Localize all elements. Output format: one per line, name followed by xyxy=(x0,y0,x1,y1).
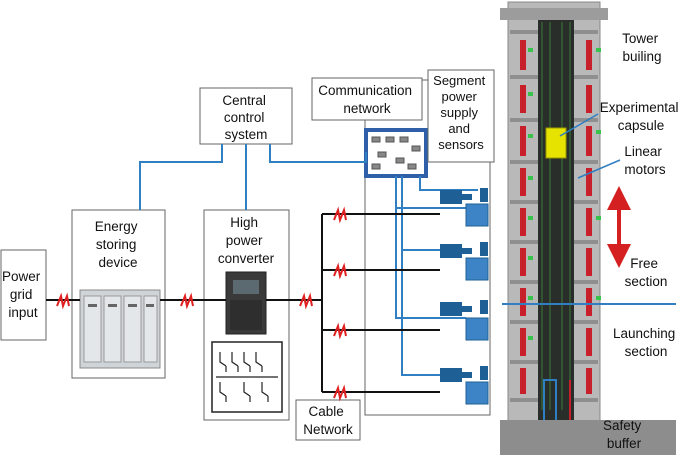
network-switch-image xyxy=(364,128,428,178)
tower-base xyxy=(500,420,676,455)
power-grid-input-node: Power grid input xyxy=(0,249,47,341)
segment-module-row-3 xyxy=(440,300,489,341)
launching-section-label: Launching section xyxy=(613,326,679,359)
cable-network-node: Cable Network xyxy=(295,399,361,441)
power-grid-input-label: Power grid input xyxy=(2,269,44,320)
communication-network-label: Communication network xyxy=(318,83,416,116)
converter-device-image xyxy=(225,271,267,335)
linear-motors-label: Linear motors xyxy=(624,144,666,177)
free-section-label: Free section xyxy=(625,256,668,289)
high-power-converter-label: High power converter xyxy=(218,215,275,266)
segment-module-row-4 xyxy=(440,366,489,405)
segment-module-row-2 xyxy=(440,242,489,281)
energy-storing-device-label: Energy storing device xyxy=(95,219,142,270)
communication-lines xyxy=(139,144,478,376)
segment-power-supply-label: Segment power supply and sensors xyxy=(433,73,489,152)
tower-building-illustration xyxy=(500,1,676,455)
experimental-capsule-label: Experimental capsule xyxy=(600,100,683,133)
experimental-capsule-shape xyxy=(545,127,567,159)
segment-module-row-1 xyxy=(440,188,489,227)
high-power-converter-node: High power converter xyxy=(203,209,290,421)
communication-network-node: Communication network xyxy=(311,77,491,416)
cable-network-label: Cable Network xyxy=(303,404,353,437)
line-break-marks xyxy=(56,206,347,402)
cabinet-photo xyxy=(79,289,161,369)
segment-power-supply-node: Segment power supply and sensors xyxy=(427,69,495,163)
energy-storing-device-node: Energy storing device xyxy=(71,209,166,379)
central-control-system-label: Central control system xyxy=(222,93,269,142)
tower-building-label: Tower builing xyxy=(622,31,662,64)
igbt-circuit-schematic xyxy=(211,341,283,413)
central-control-system-node: Central control system xyxy=(199,87,293,145)
safety-buffer-label: Safety buffer xyxy=(603,418,645,451)
